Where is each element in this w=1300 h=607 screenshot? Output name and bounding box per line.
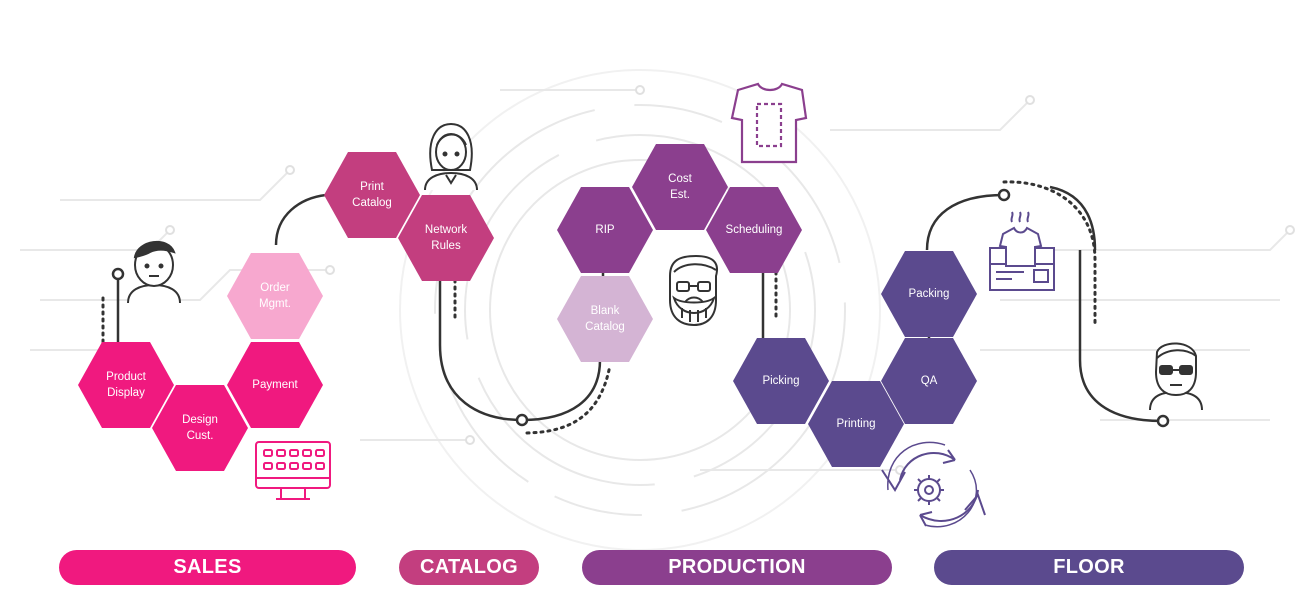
- person-female-icon: [424, 122, 478, 191]
- hex-label: Payment: [252, 379, 298, 391]
- section-sales-label: SALES: [59, 550, 356, 585]
- hex-label: Design Cust.: [182, 414, 218, 442]
- hex-label: Scheduling: [725, 224, 783, 236]
- tshirt-template-icon: [730, 82, 808, 164]
- hex-label: Order Mgmt.: [259, 282, 291, 310]
- hex-label: Printing: [836, 418, 876, 430]
- flow-line-end: [1078, 250, 1163, 423]
- hex-blank-catalog: Blank Catalog: [557, 276, 653, 362]
- section-label: CATALOG: [419, 556, 518, 578]
- section-production-label: PRODUCTION: [582, 550, 892, 585]
- section-floor-label: FLOOR: [934, 550, 1244, 585]
- person-male-icon: [127, 240, 181, 304]
- person-glasses-icon: [1149, 342, 1203, 411]
- tshirt-box-icon: [989, 211, 1055, 291]
- section-catalog-label: CATALOG: [399, 550, 539, 585]
- hex-order-mgmt: Order Mgmt.: [227, 253, 323, 339]
- hex-product-display: Product Display: [78, 342, 174, 428]
- hex-packing: Packing: [881, 251, 977, 337]
- section-label: FLOOR: [1053, 556, 1125, 578]
- hex-payment: Payment: [227, 342, 323, 428]
- gear-cycle-icon: [881, 441, 986, 528]
- hex-qa: QA: [881, 338, 977, 424]
- hex-label: Packing: [908, 288, 950, 300]
- flow-endpoints: [111, 188, 1170, 428]
- hex-label: QA: [920, 375, 938, 387]
- hex-picking: Picking: [733, 338, 829, 424]
- hex-label: Picking: [762, 375, 800, 387]
- computer-keypad-icon: [255, 441, 331, 500]
- section-label: PRODUCTION: [668, 556, 806, 578]
- hex-label: Cost Est.: [668, 173, 692, 201]
- hex-label: Product Display: [106, 371, 146, 399]
- hex-label: Network Rules: [424, 224, 468, 252]
- hex-design-cust: Design Cust.: [152, 385, 248, 471]
- section-label: SALES: [173, 556, 242, 578]
- hex-printing: Printing: [808, 381, 904, 467]
- person-bearded-icon: [669, 254, 718, 327]
- hex-label: RIP: [595, 224, 615, 236]
- hex-label: Print Catalog: [352, 181, 392, 209]
- flow-line-dotted: [101, 180, 1097, 435]
- circuit-nodes: [165, 85, 1295, 475]
- hex-label: Blank Catalog: [585, 305, 625, 333]
